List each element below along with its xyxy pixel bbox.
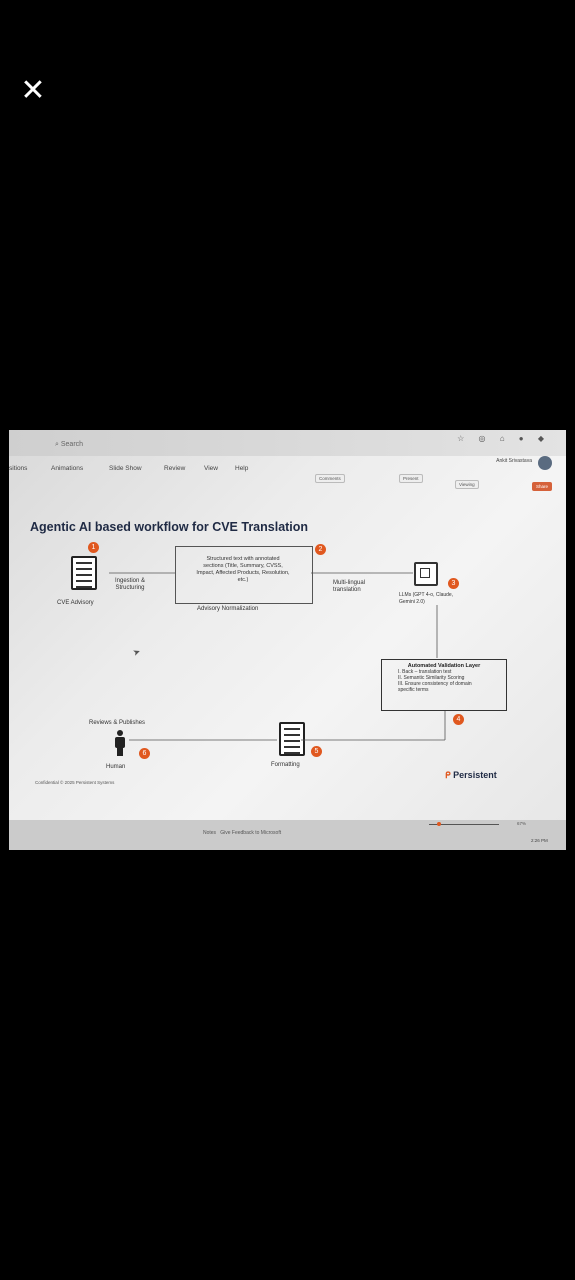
persistent-logo-icon: ᑭ — [445, 770, 451, 780]
step-badge-2: 2 — [315, 544, 326, 555]
normalization-box — [175, 546, 313, 604]
cve-advisory-label: CVE Advisory — [57, 600, 94, 606]
notes-button[interactable]: Notes Give Feedback to Microsoft — [203, 830, 282, 836]
reviews-publishes-label: Reviews & Publishes — [89, 720, 146, 726]
browser-toolbar: ⌕ Search ☆ ◎ ⌂ ● ◆ — [9, 430, 566, 456]
mouse-cursor-icon: ➤ — [131, 646, 142, 659]
photo-preview: ⌕ Search ☆ ◎ ⌂ ● ◆ Ankit Srivastava siti… — [9, 430, 566, 850]
tab-view[interactable]: View — [204, 465, 218, 472]
toolbar-icons: ☆ ◎ ⌂ ● ◆ — [457, 434, 550, 443]
feedback-link[interactable]: Give Feedback to Microsoft — [220, 830, 282, 836]
llms-label: LLMs (GPT 4-o, Claude, Gemini 2.0) — [399, 592, 454, 605]
status-bar — [9, 820, 566, 850]
step-badge-5: 5 — [311, 746, 322, 757]
human-label: Human — [106, 764, 126, 770]
ingestion-label: Ingestion &Structuring — [115, 578, 146, 591]
step-badge-4: 4 — [453, 714, 464, 725]
share-button[interactable]: Share — [531, 482, 552, 491]
tab-animations[interactable]: Animations — [51, 465, 84, 472]
close-button[interactable]: ✕ — [20, 74, 46, 107]
chip-icon — [414, 562, 438, 586]
zoom-slider-thumb[interactable] — [437, 822, 441, 826]
step-badge-3: 3 — [448, 578, 459, 589]
formatting-document-icon — [279, 722, 305, 756]
confidential-footer: Confidential © 2025 Persistent Systems — [35, 780, 115, 785]
validation-layer-box: Automated Validation Layer I. Back – tra… — [381, 659, 507, 711]
step-badge-6: 6 — [139, 748, 150, 759]
zoom-slider[interactable] — [429, 824, 499, 825]
avatar[interactable] — [538, 456, 552, 470]
slide-title: Agentic AI based workflow for CVE Transl… — [30, 520, 309, 534]
zoom-level[interactable]: 67% — [517, 821, 527, 826]
clock: 2:26 PM — [531, 838, 548, 843]
present-button[interactable]: Present — [399, 474, 423, 483]
document-icon — [71, 556, 97, 590]
user-name: Ankit Srivastava — [496, 458, 532, 464]
step-badge-1: 1 — [88, 542, 99, 553]
persistent-logo: ᑭ Persistent — [445, 770, 497, 780]
tab-help[interactable]: Help — [235, 465, 249, 472]
tab-review[interactable]: Review — [164, 465, 186, 472]
search-field[interactable]: ⌕ Search — [55, 441, 84, 448]
comments-button[interactable]: Comments — [315, 474, 345, 483]
advisory-normalization-label: Advisory Normalization — [197, 606, 259, 612]
formatting-label: Formatting — [271, 762, 300, 768]
ribbon-tabs: sitions Animations Slide Show Review Vie… — [9, 462, 566, 478]
tab-transitions[interactable]: sitions — [9, 465, 28, 472]
viewing-button[interactable]: Viewing — [455, 480, 479, 489]
tab-slide-show[interactable]: Slide Show — [109, 465, 142, 472]
human-icon — [113, 730, 127, 756]
search-icon: ⌕ — [55, 441, 59, 448]
